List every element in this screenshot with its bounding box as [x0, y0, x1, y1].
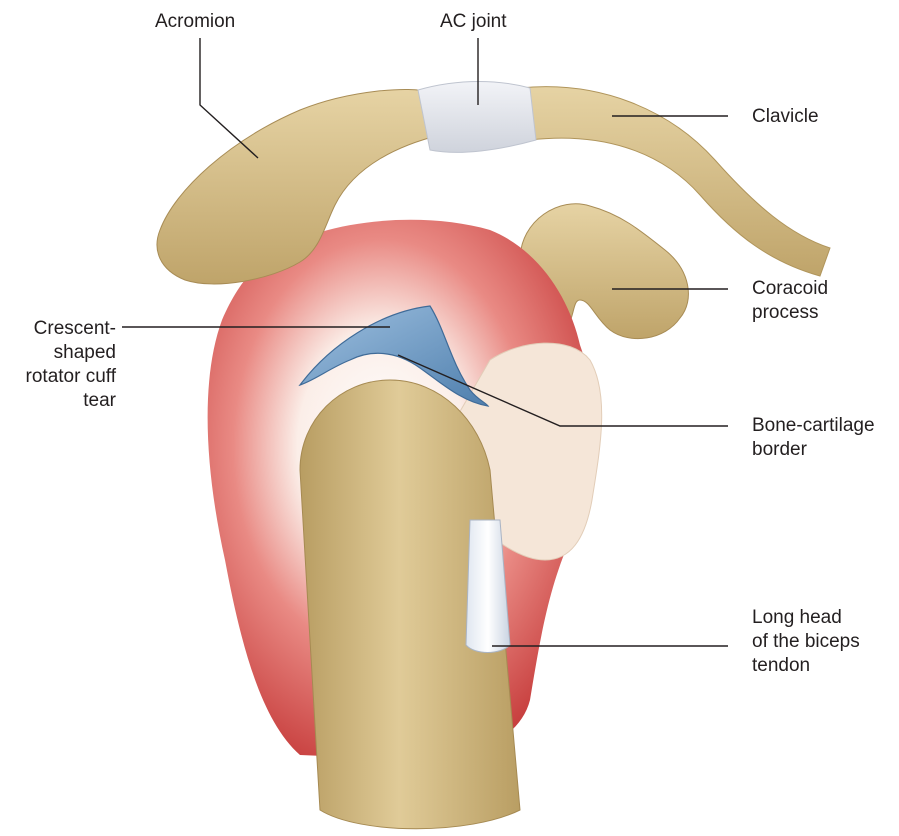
label-border-line1: Bone-cartilage	[752, 414, 875, 438]
label-biceps-line1: Long head	[752, 606, 860, 630]
label-tear-line1: Crescent-	[0, 317, 116, 341]
label-acromion: Acromion	[155, 10, 235, 34]
label-coracoid-process: Coracoid process	[752, 277, 828, 325]
label-tear-line4: tear	[0, 389, 116, 413]
label-tear-line3: rotator cuff	[0, 365, 116, 389]
label-biceps-tendon: Long head of the biceps tendon	[752, 606, 860, 678]
label-clavicle: Clavicle	[752, 105, 819, 129]
label-ac-joint: AC joint	[440, 10, 507, 34]
label-biceps-line3: tendon	[752, 654, 860, 678]
label-coracoid-line2: process	[752, 301, 828, 325]
label-border-line2: border	[752, 438, 875, 462]
label-coracoid-line1: Coracoid	[752, 277, 828, 301]
ac-joint-ligament	[418, 82, 536, 153]
label-crescent-tear: Crescent- shaped rotator cuff tear	[0, 317, 116, 413]
label-biceps-line2: of the biceps	[752, 630, 860, 654]
label-bone-cartilage-border: Bone-cartilage border	[752, 414, 875, 462]
label-tear-line2: shaped	[0, 341, 116, 365]
